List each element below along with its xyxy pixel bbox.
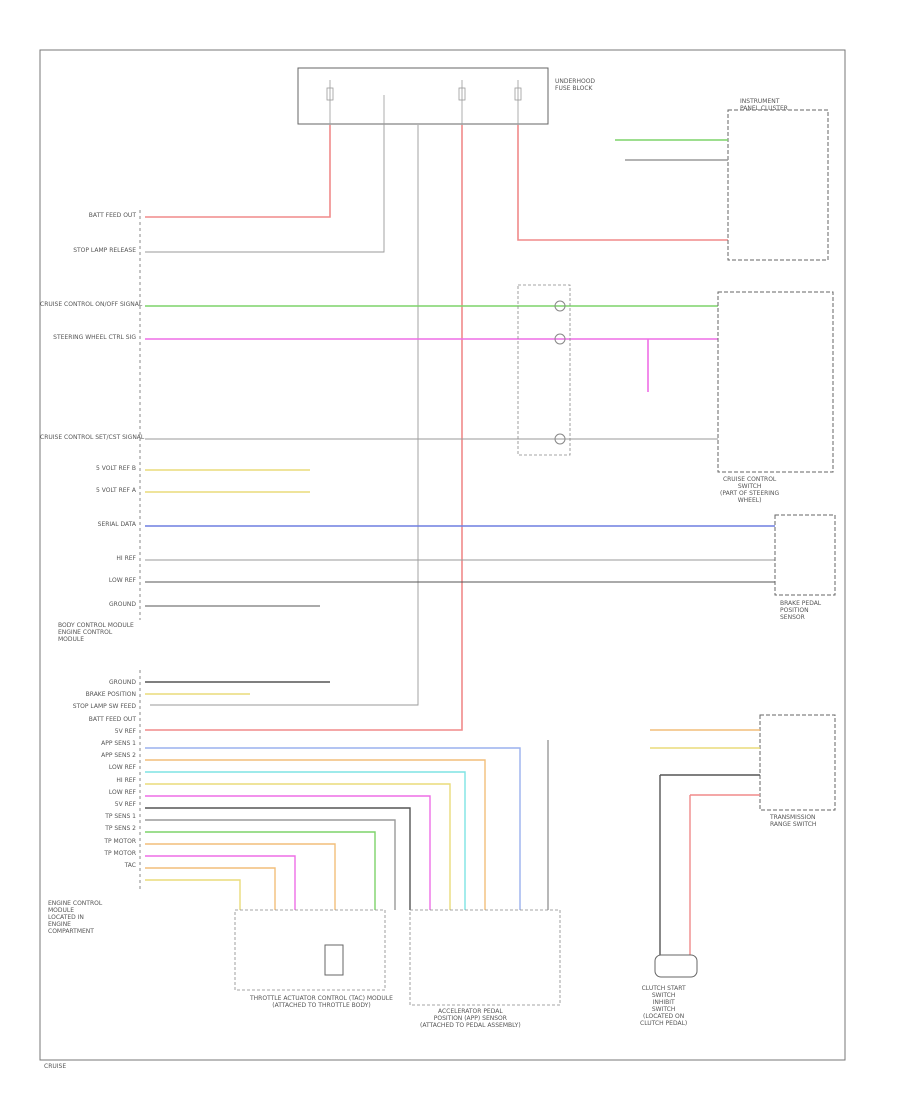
footer-label: CRUISE <box>44 1063 67 1070</box>
ecm-lower-pin-label: 5V REF <box>114 727 136 735</box>
ecm-lower-pin-label: TP SENS 2 <box>105 825 136 833</box>
fuse-block <box>297 67 549 125</box>
throttle-body-label: THROTTLE ACTUATOR CONTROL (TAC) MODULE (… <box>250 995 393 1009</box>
ecm-pin-label: HI REF <box>116 555 136 562</box>
accel-pedal-label: ACCELERATOR PEDAL POSITION (APP) SENSOR … <box>420 1008 521 1029</box>
ecm-pin-label: 5 VOLT REF B <box>96 465 136 472</box>
ecm-lower-pin-label: LOW REF <box>108 764 136 772</box>
ecm-module-label: BODY CONTROL MODULE ENGINE CONTROL MODUL… <box>58 622 134 643</box>
ecm-lower-pin-label: APP SENS 2 <box>101 752 136 760</box>
ecm-lower-pin-label: APP SENS 1 <box>101 740 136 747</box>
ecm-pin-label: CRUISE CONTROL ON/OFF SIGNAL <box>40 301 143 308</box>
cluster-label: INSTRUMENT PANEL CLUSTER <box>740 98 788 112</box>
throttle-body <box>234 909 386 991</box>
ecm-pin-label: STOP LAMP RELEASE <box>73 247 136 254</box>
ecm-lower-pin-label: 5V REF <box>114 801 136 808</box>
ecm-lower-pin-label: BRAKE POSITION <box>85 691 136 699</box>
brake-switch-label: BRAKE PEDAL POSITION SENSOR <box>780 600 822 621</box>
clutch-switch <box>654 954 698 978</box>
ecm-pin-label: CRUISE CONTROL SET/CST SIGNAL <box>40 434 145 441</box>
ecm-lower-pin-label: TP MOTOR <box>104 849 136 857</box>
wire-red-batt <box>145 125 728 731</box>
ecm-pin-label: LOW REF <box>108 577 136 584</box>
brake-pedal-sensor <box>774 514 836 596</box>
ecm-lower-pin-label: TP MOTOR <box>104 837 136 845</box>
ecm-lower-pin-label: HI REF <box>116 776 136 784</box>
ecm-module-label-lower: ENGINE CONTROL MODULE LOCATED IN ENGINE … <box>48 900 103 935</box>
ecm-pin-label: 5 VOLT REF A <box>96 487 136 494</box>
transmission-switch <box>759 714 836 811</box>
instrument-cluster <box>727 109 829 261</box>
cruise-switch <box>717 291 834 473</box>
ecm-pin-label: GROUND <box>108 601 136 608</box>
ecm-lower-pin-label: TP SENS 1 <box>105 813 136 821</box>
ecm-lower-pin-label: STOP LAMP SW FEED <box>72 703 136 711</box>
diagram-border <box>39 49 846 1061</box>
ecm-lower-pin-label: BATT FEED OUT <box>88 715 136 723</box>
ecm-lower-pin-label: LOW REF <box>108 788 136 796</box>
ecm-lower-pin-label: TAC <box>124 862 136 869</box>
ecm-lower-pin-label: GROUND <box>108 679 136 686</box>
cruise-switch-label: CRUISE CONTROL SWITCH (PART OF STEERING … <box>720 476 780 504</box>
accel-pedal-sensor <box>409 909 561 1006</box>
clutch-switch-label: CLUTCH START SWITCH INHIBIT SWITCH (LOCA… <box>640 985 688 1027</box>
ecm-pin-label: STEERING WHEEL CTRL SIG <box>53 334 136 341</box>
ecm-pin-label: SERIAL DATA <box>97 521 136 528</box>
ecm-pin-label: BATT FEED OUT <box>88 212 136 219</box>
fuse-block-label: UNDERHOOD FUSE BLOCK <box>555 78 596 92</box>
transmission-label: TRANSMISSION RANGE SWITCH <box>770 814 817 828</box>
